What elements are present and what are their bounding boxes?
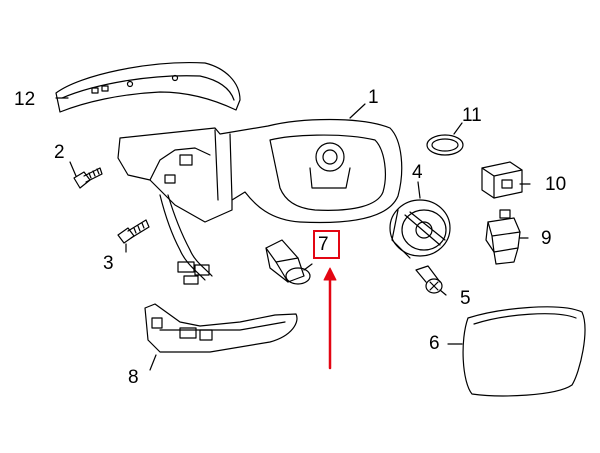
part-9-socket [485, 209, 521, 265]
highlight-box-7 [313, 230, 340, 259]
part-2-screw [73, 167, 103, 189]
part-10-module [481, 161, 523, 199]
callout-11: 11 [462, 105, 482, 126]
part-5-screw [415, 265, 443, 294]
highlight-arrow [323, 267, 337, 370]
callout-8: 8 [128, 367, 139, 388]
callout-10: 10 [545, 174, 567, 195]
part-12-mirror-cap [55, 62, 241, 113]
part-6-mirror-glass [462, 306, 586, 397]
callout-3: 3 [103, 253, 114, 274]
leader-lines [55, 97, 531, 371]
part-7-puddle-lamp [265, 239, 311, 285]
callout-2: 2 [54, 142, 65, 163]
part-1-mirror-housing [117, 118, 403, 285]
callout-4: 4 [412, 162, 423, 183]
callout-1: 1 [368, 87, 379, 108]
part-11-gasket [426, 134, 464, 156]
callout-12: 12 [14, 89, 36, 110]
callout-9: 9 [541, 228, 552, 249]
callout-7: 7 [318, 234, 329, 255]
part-4-motor [389, 199, 451, 259]
part-3-screw [117, 219, 150, 244]
callout-6: 6 [429, 333, 440, 354]
callout-5: 5 [460, 288, 471, 309]
part-8-turn-signal [144, 303, 298, 353]
